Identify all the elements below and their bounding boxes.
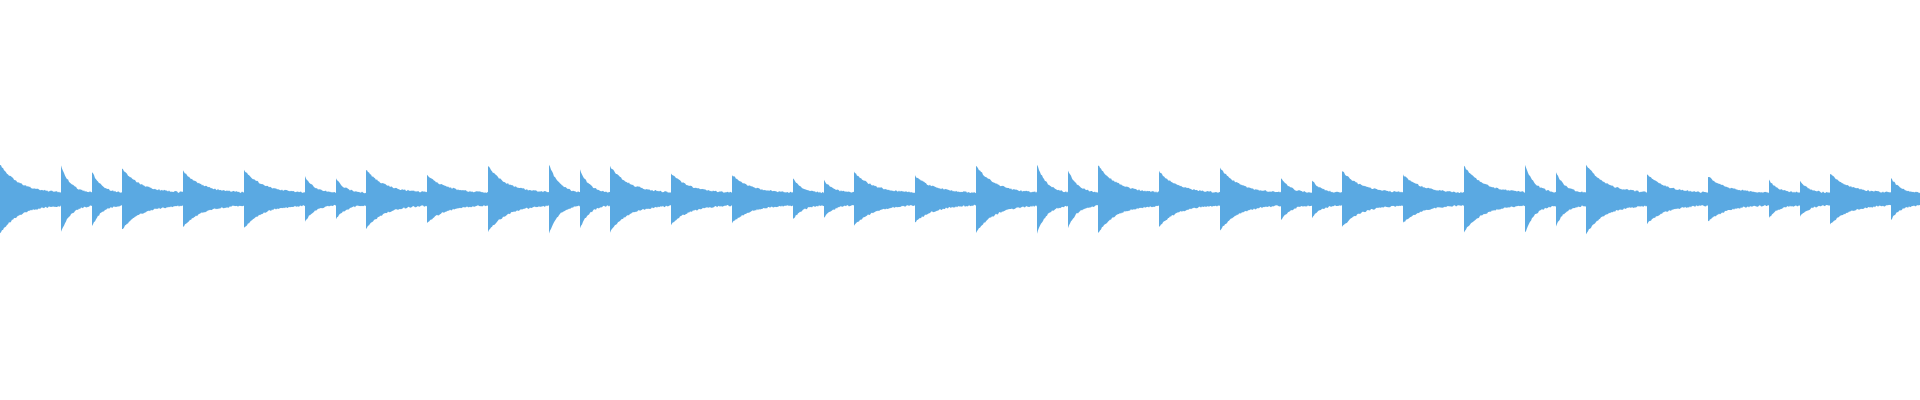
waveform-segment <box>854 171 915 226</box>
waveform-segment <box>61 165 92 232</box>
waveform-segment <box>1891 178 1920 220</box>
waveform-segment <box>1525 164 1556 233</box>
waveform-segment <box>1800 180 1830 217</box>
waveform-segment <box>488 166 549 233</box>
waveform-segment <box>1220 167 1281 231</box>
waveform-segment <box>1068 170 1098 229</box>
waveform-segment <box>336 178 366 220</box>
waveform-segment <box>427 174 488 224</box>
waveform-segment <box>610 165 671 233</box>
waveform-segment <box>1556 172 1586 227</box>
waveform-segment <box>1403 174 1464 223</box>
waveform-segment <box>1464 165 1525 233</box>
waveform-segment <box>549 164 580 234</box>
waveform-segment <box>183 170 244 227</box>
waveform-segment <box>1769 179 1800 218</box>
waveform-segment <box>793 178 824 219</box>
waveform-segment <box>1098 165 1159 233</box>
waveform-segment <box>305 176 336 222</box>
waveform-segment <box>1647 174 1708 225</box>
waveform-segments <box>0 164 1920 235</box>
waveform-segment <box>1708 177 1769 222</box>
waveform-segment <box>366 170 427 230</box>
waveform-segment <box>915 175 976 223</box>
waveform-segment <box>1281 178 1312 220</box>
waveform-segment <box>1037 164 1068 234</box>
waveform-segment <box>580 169 610 229</box>
waveform-segment <box>1830 174 1891 225</box>
waveform-segment <box>671 173 732 226</box>
waveform-segment <box>92 172 122 226</box>
waveform-segment <box>244 169 305 228</box>
waveform-segment <box>732 175 793 224</box>
waveform-segment <box>1159 170 1220 227</box>
waveform-segment <box>1312 180 1342 219</box>
waveform-segment <box>824 179 854 218</box>
waveform-segment <box>0 165 61 234</box>
waveform-segment <box>976 165 1037 233</box>
waveform-segment <box>1586 164 1647 235</box>
waveform-segment <box>1342 171 1403 227</box>
waveform-segment <box>122 168 183 230</box>
